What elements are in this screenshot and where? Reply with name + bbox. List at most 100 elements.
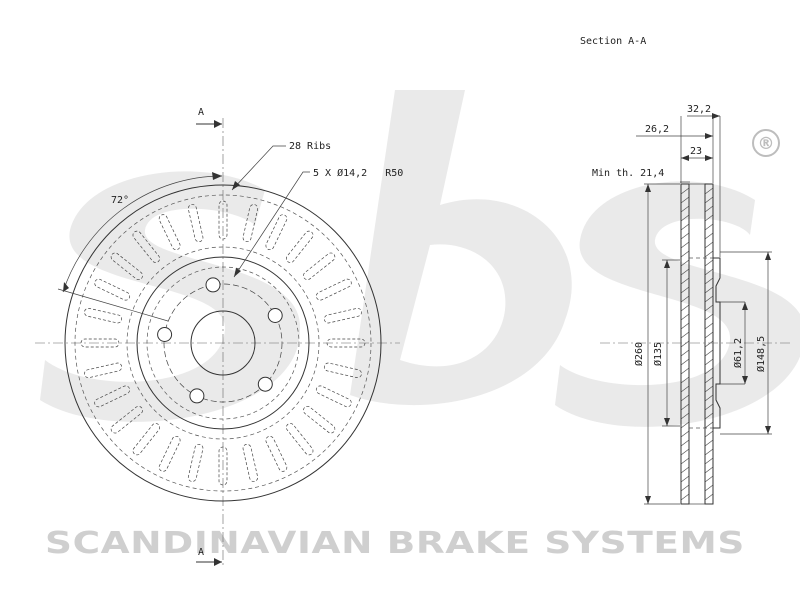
hatch-line: [680, 457, 690, 465]
hatch-line: [704, 439, 714, 447]
disc-front-view: A A 72° 28 Ribs 5 X Ø14,2 R50: [35, 107, 403, 568]
section-profile: [680, 183, 745, 505]
hat-chamfer: [146, 266, 300, 420]
hatch-line: [680, 241, 690, 249]
hatch-line: [680, 475, 690, 483]
dimension-32-2: 32,2: [687, 104, 711, 115]
bolt-circle: [163, 283, 283, 403]
min-thickness-label: Min th. 21,4: [592, 168, 664, 179]
holes-leader: [233, 171, 310, 278]
cooling-rib: [303, 252, 336, 281]
cooling-rib: [218, 200, 228, 240]
cooling-rib: [315, 278, 352, 301]
hatch-line: [680, 367, 690, 375]
sbs-watermark-logo: [40, 90, 800, 427]
friction-ring-inner: [126, 246, 320, 440]
disc-section-view: Section A-A 32,2 26,2: [580, 36, 790, 505]
hatch-line: [680, 403, 690, 411]
hatch-line: [704, 277, 714, 285]
hatch-line: [704, 196, 714, 204]
cooling-rib: [323, 307, 362, 324]
width-dimensions: 32,2 26,2 23 Min th. 21,4: [592, 104, 721, 257]
hatch-line: [680, 484, 690, 492]
cooling-rib: [84, 307, 123, 324]
hatch-line: [680, 412, 690, 420]
hatch-line: [680, 331, 690, 339]
cooling-rib: [110, 252, 143, 281]
cooling-rib: [315, 385, 352, 408]
bolt-hole: [257, 376, 273, 392]
cooling-rib: [323, 362, 362, 379]
hatch-line: [704, 295, 714, 303]
registered-mark: ®: [752, 129, 780, 157]
hat-outer-edge: [136, 256, 310, 430]
hatch-line: [680, 196, 690, 204]
hatch-line: [704, 187, 714, 195]
hatch-line: [680, 223, 690, 231]
angle-label: 72°: [111, 195, 129, 206]
cooling-rib: [132, 230, 161, 263]
cooling-rib: [265, 214, 288, 251]
hatch-line: [680, 250, 690, 258]
hatch-line: [680, 493, 690, 501]
bolt-hole: [157, 327, 173, 342]
registered-mark-text: ®: [758, 134, 775, 154]
diameter-148-5: Ø148,5: [755, 336, 767, 372]
hatch-line: [680, 466, 690, 474]
section-marker-bottom: A: [196, 547, 222, 566]
ribs-label: 28 Ribs: [289, 141, 331, 152]
hatch-line: [704, 205, 714, 213]
hatch-line: [704, 430, 714, 438]
cooling-rib: [303, 405, 336, 434]
hatch-line: [704, 403, 714, 411]
cooling-rib: [158, 435, 181, 472]
holes-label: 5 X Ø14,2 R50: [313, 167, 403, 179]
hatch-line: [704, 412, 714, 420]
hatch-line: [680, 304, 690, 312]
bolt-hole: [189, 388, 205, 404]
bolt-hole: [267, 308, 283, 323]
section-marker-top-text: A: [198, 107, 204, 118]
cooling-rib: [218, 446, 228, 486]
hatch-line: [704, 232, 714, 240]
cooling-rib: [187, 443, 204, 482]
hatch-line: [680, 376, 690, 384]
disc-outer-edge: [64, 184, 382, 502]
hatch-line: [704, 466, 714, 474]
cooling-rib: [132, 423, 161, 456]
hatch-line: [704, 322, 714, 330]
cooling-rib: [80, 338, 120, 348]
hatch-line: [704, 313, 714, 321]
cooling-rib: [242, 204, 259, 243]
hatch-line: [680, 448, 690, 456]
hatch-line: [680, 187, 690, 195]
dimension-23: 23: [690, 146, 702, 157]
section-marker-bottom-text: A: [198, 547, 204, 558]
hatch-line: [704, 304, 714, 312]
section-title: Section A-A: [580, 36, 646, 47]
cooling-rib: [285, 230, 314, 263]
bolt-hole: [205, 277, 221, 293]
friction-ring-outer: [74, 194, 372, 492]
hatch-line: [704, 259, 714, 267]
cooling-rib: [326, 338, 366, 348]
hatch-line: [704, 493, 714, 501]
section-hatching: [680, 187, 714, 501]
hatch-line: [680, 286, 690, 294]
angle-arc: [62, 175, 223, 293]
angle-leader: [57, 288, 169, 322]
dimension-26-2: 26,2: [645, 124, 669, 135]
hatch-line: [704, 367, 714, 375]
hatch-line: [680, 259, 690, 267]
watermark-letter-s1: [40, 171, 301, 422]
watermark-letter-s2: [555, 181, 800, 427]
hatch-line: [704, 268, 714, 276]
ribs-leader: [231, 145, 286, 191]
cooling-rib: [242, 443, 259, 482]
hatch-line: [680, 394, 690, 402]
hatch-line: [704, 241, 714, 249]
cooling-rib: [110, 405, 143, 434]
cooling-rib: [265, 435, 288, 472]
cooling-rib: [187, 204, 204, 243]
hatch-line: [704, 214, 714, 222]
